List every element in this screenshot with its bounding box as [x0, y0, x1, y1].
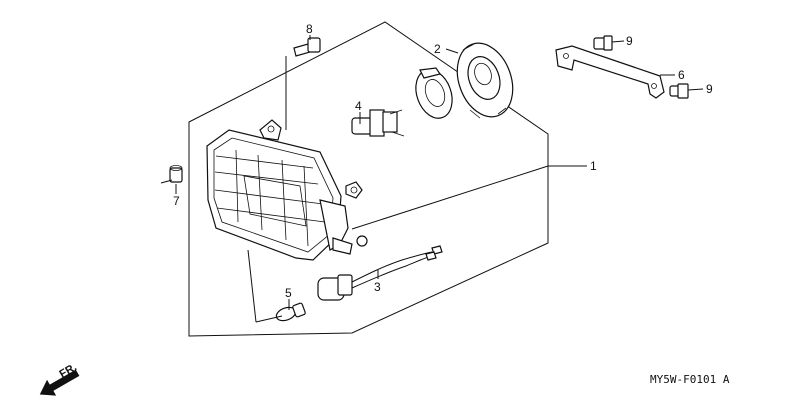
part-6-bracket: [555, 45, 665, 99]
part-3-socket-harness: [317, 245, 443, 301]
callout-4: 4: [355, 99, 362, 113]
bulb-retainer: [415, 67, 453, 119]
callout-3: 3: [374, 280, 381, 294]
callout-9-top: 9: [626, 34, 633, 48]
diagram-code: MY5W-F0101 A: [650, 373, 730, 386]
callout-8: 8: [306, 22, 313, 36]
callout-6: 6: [678, 68, 685, 82]
part-9-bolt-top: [593, 35, 613, 51]
part-2-cover: [456, 42, 514, 119]
callout-1: 1: [590, 159, 597, 173]
grommet: [356, 235, 368, 247]
part-7-nut: [169, 165, 183, 183]
part-8-bolt: [293, 37, 321, 57]
part-5-bulb: [275, 302, 306, 322]
part-9-bolt-bottom: [669, 83, 689, 99]
socket-clip: [345, 181, 363, 199]
headlight-housing: [206, 119, 353, 261]
leader-lines: [160, 35, 704, 323]
callout-7: 7: [173, 194, 180, 208]
part-4-bulb: [351, 109, 405, 137]
assembly-boundary: [188, 21, 549, 337]
front-direction-arrow: [39, 369, 80, 396]
callout-9-bottom: 9: [706, 82, 713, 96]
callout-5: 5: [285, 286, 292, 300]
callout-2: 2: [434, 42, 441, 56]
